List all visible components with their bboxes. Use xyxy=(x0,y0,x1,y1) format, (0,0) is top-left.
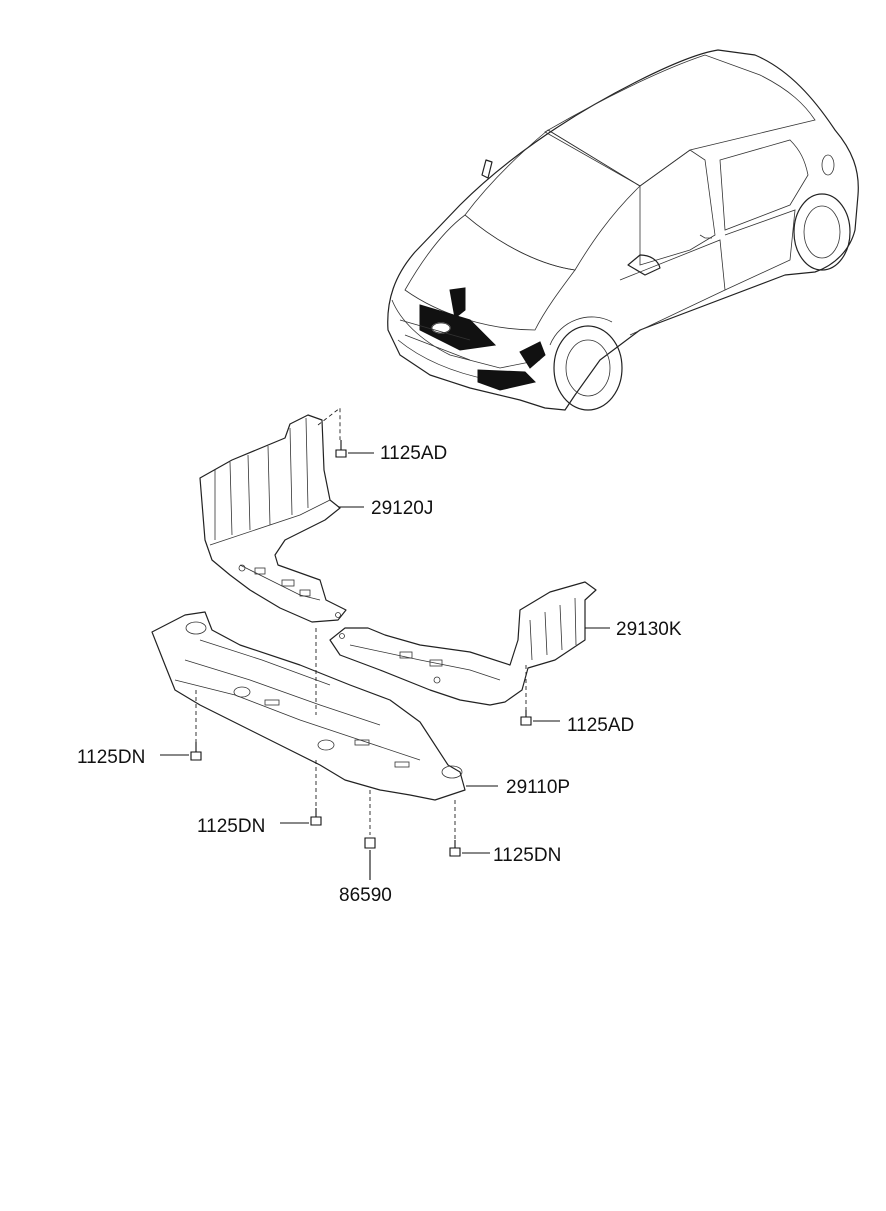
assembly-lines xyxy=(195,407,527,845)
clip-icon xyxy=(364,837,376,849)
bolt-icon xyxy=(310,808,322,826)
label-1125AD-right: 1125AD xyxy=(567,715,634,736)
label-29110P: 29110P xyxy=(506,777,570,798)
under-cover-29130K xyxy=(329,581,597,706)
leader-lines xyxy=(160,452,610,880)
label-29130K: 29130K xyxy=(616,619,682,640)
label-1125DN-center: 1125DN xyxy=(197,816,265,837)
bolt-icon xyxy=(335,440,347,458)
label-29120J: 29120J xyxy=(371,498,433,519)
under-cover-29110P xyxy=(151,611,466,801)
car-illustration xyxy=(387,49,859,411)
under-cover-29120J xyxy=(199,414,347,623)
bolt-icon xyxy=(520,710,532,726)
label-1125DN-right: 1125DN xyxy=(493,845,561,866)
label-86590: 86590 xyxy=(339,885,392,906)
label-1125DN-left: 1125DN xyxy=(77,747,145,768)
bolt-icon xyxy=(190,742,202,761)
label-1125AD-upper: 1125AD xyxy=(380,443,447,464)
bolt-icon xyxy=(449,840,461,857)
